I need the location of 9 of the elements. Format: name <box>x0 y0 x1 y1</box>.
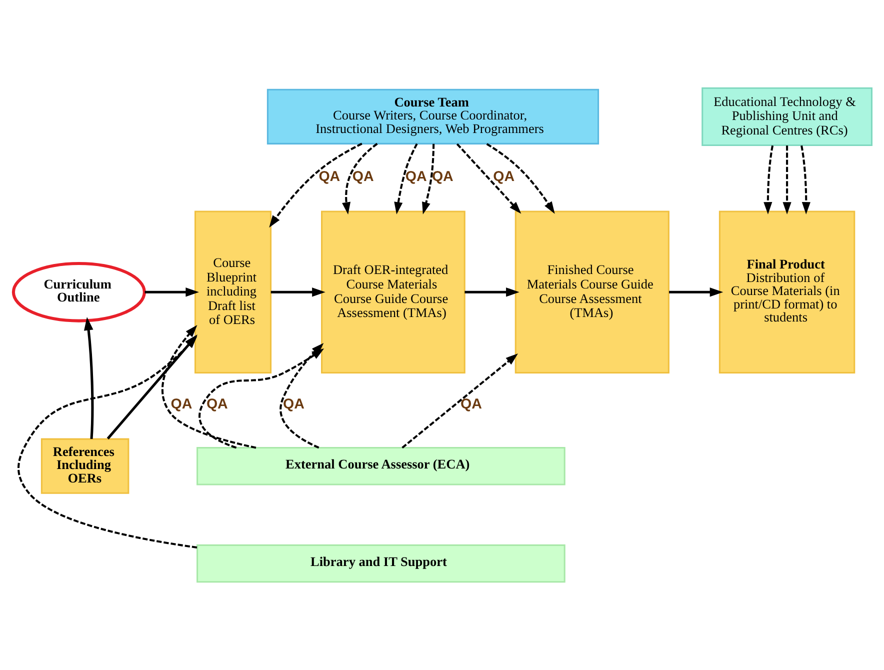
edge-label: QA <box>352 169 374 186</box>
edge-label: QA <box>206 396 228 413</box>
edge-label: QA <box>318 169 340 186</box>
edge-label: QA <box>431 169 453 186</box>
edge-label: QA <box>170 396 192 413</box>
edge-label: QA <box>492 169 514 186</box>
edge-label: QA <box>460 396 482 413</box>
edge-label: QA <box>404 169 426 186</box>
edge-label: QA <box>282 396 304 413</box>
